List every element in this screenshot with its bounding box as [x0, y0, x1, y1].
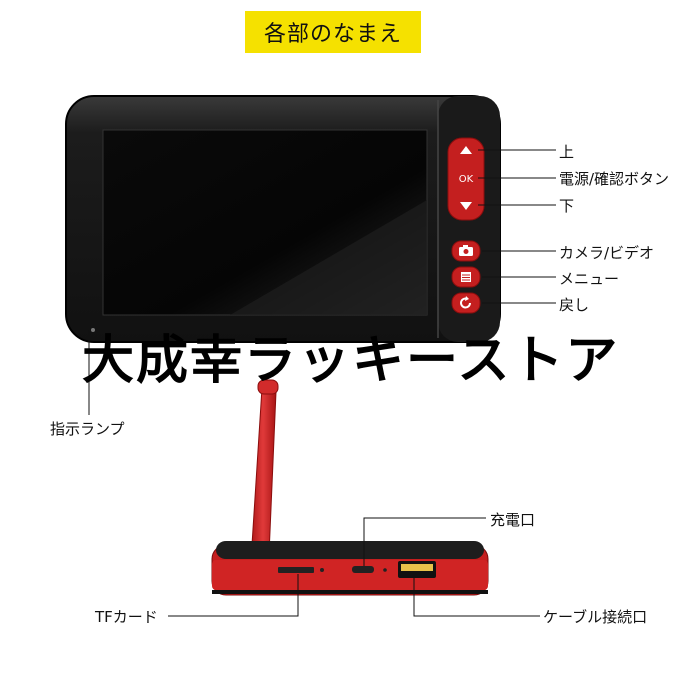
device-front — [65, 95, 501, 343]
label-back: 戻し — [559, 296, 590, 314]
indicator-lamp-dot — [91, 328, 95, 332]
label-down: 下 — [559, 197, 575, 215]
ok-button-label: OK — [459, 174, 474, 185]
control-buttons: OK — [447, 137, 485, 314]
page-title: 各部のなまえ — [263, 22, 402, 47]
return-icon — [460, 296, 471, 309]
down-arrow-icon — [460, 202, 472, 210]
menu-icon — [461, 272, 471, 282]
front-leader-lines — [88, 149, 556, 415]
side-leader-lines — [168, 517, 540, 617]
title-banner: 各部のなまえ — [245, 11, 421, 53]
label-camera-video: カメラ/ビデオ — [559, 244, 655, 262]
label-indicator-lamp: 指示ランプ — [50, 420, 125, 438]
label-up: 上 — [559, 143, 575, 161]
label-menu: メニュー — [559, 270, 620, 288]
label-power-confirm: 電源/確認ボタン — [559, 170, 670, 188]
store-watermark: 大成幸ラッキーストア — [82, 331, 620, 391]
label-charge-port: 充電口 — [490, 511, 536, 529]
device-side — [211, 541, 489, 596]
label-tf-card: TFカード — [95, 608, 158, 626]
charge-port-slot — [352, 566, 374, 573]
up-arrow-icon — [460, 146, 472, 154]
camera-icon — [459, 245, 473, 256]
tf-card-slot — [278, 567, 314, 573]
label-cable-port: ケーブル接続口 — [543, 608, 648, 626]
